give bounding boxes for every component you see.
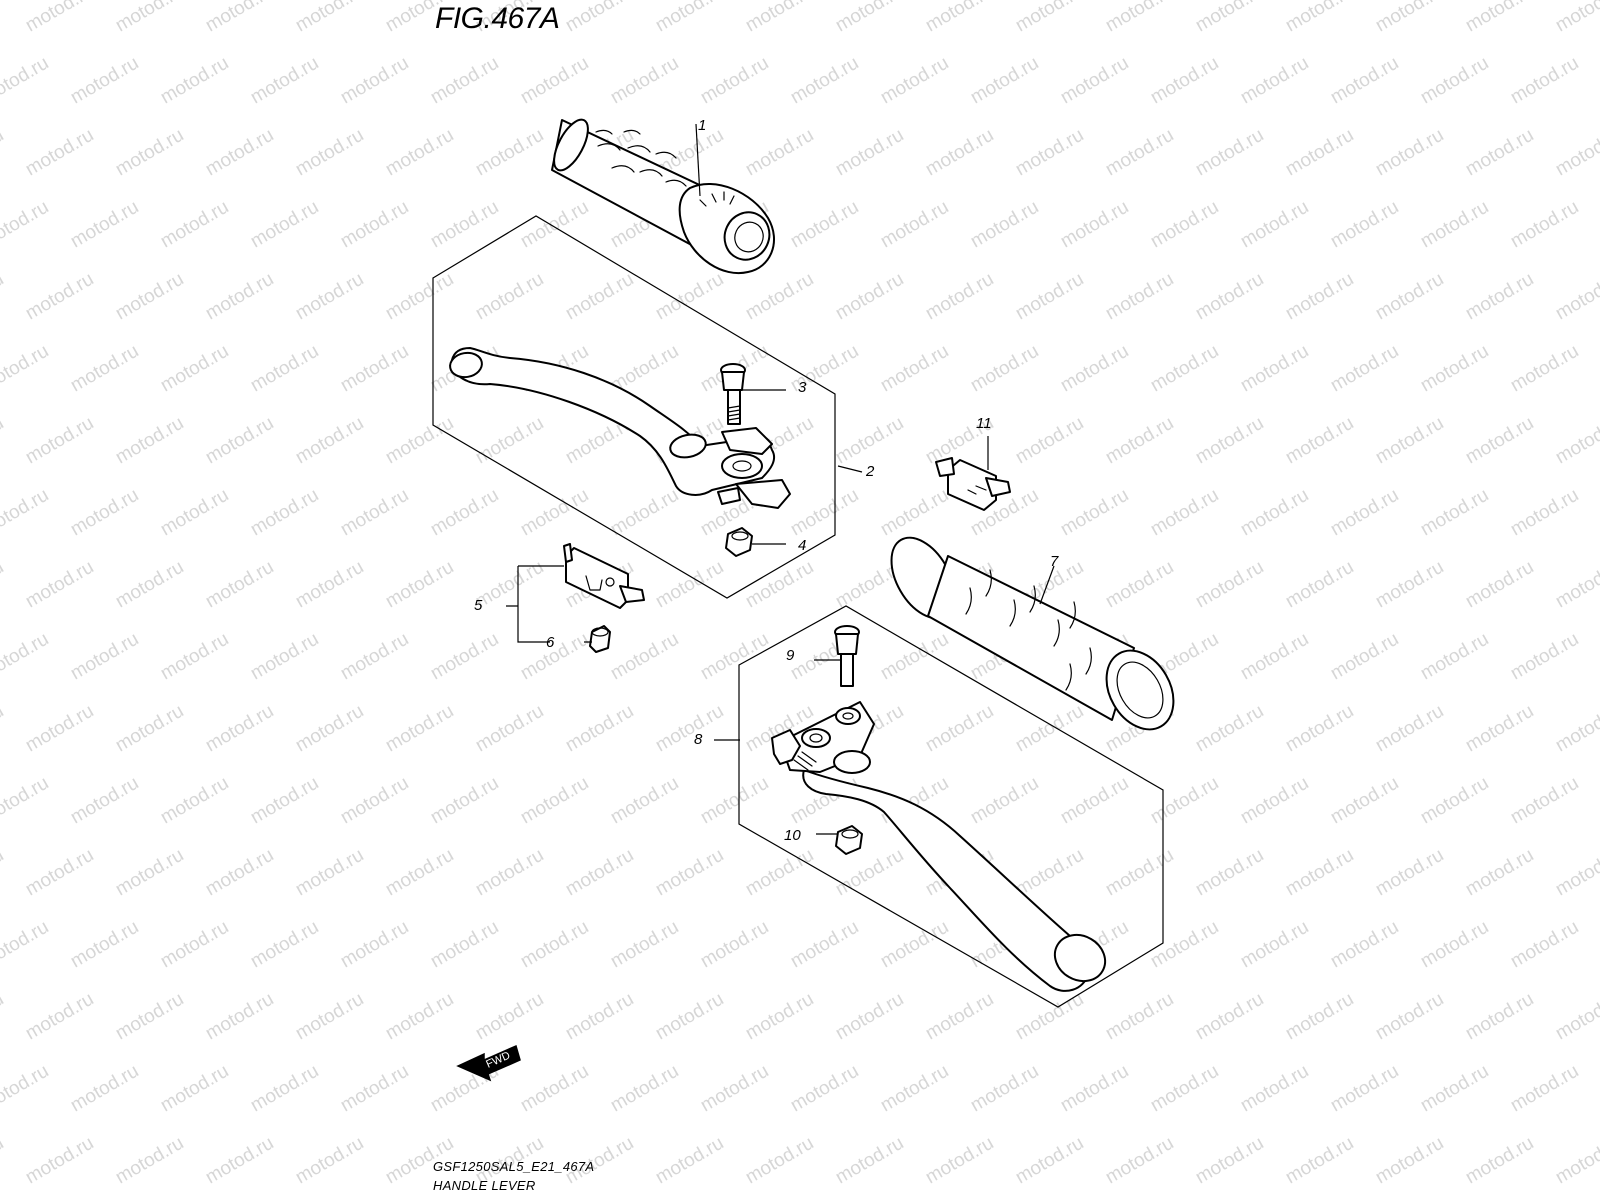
figure-title: FIG.467A [435,2,560,35]
callout-7: 7 [1050,553,1059,570]
part-brake-lever[interactable] [448,347,791,509]
callout-6: 6 [546,634,555,651]
fwd-arrow-icon: FWD [456,1044,521,1082]
part-nut-4[interactable] [725,527,753,557]
part-pivot-bolt[interactable] [720,363,746,425]
figure-code: GSF1250SAL5_E21_467A [433,1159,595,1174]
part-left-grip[interactable] [878,527,1186,741]
callout-2: 2 [865,463,875,480]
callout-8: 8 [694,731,703,748]
part-pivot-bolt-9[interactable] [834,625,860,687]
callout-3: 3 [798,379,807,396]
part-nut-10[interactable] [835,825,863,855]
callout-4: 4 [798,537,806,554]
assembly-outline-2 [432,215,836,599]
callout-1: 1 [698,117,706,134]
callout-10: 10 [784,827,801,844]
part-screw-6[interactable] [589,625,611,653]
assembly-outline-8 [738,605,1164,1008]
part-clutch-switch[interactable] [935,457,1011,511]
leader-lines [506,123,1055,835]
part-brake-switch-front[interactable] [563,543,645,609]
callout-11: 11 [976,415,992,432]
part-clutch-lever[interactable] [771,701,1114,992]
figure-name: HANDLE LEVER [433,1178,536,1193]
part-throttle-grip[interactable] [547,115,777,275]
callout-9: 9 [786,647,795,664]
callout-5: 5 [474,597,483,614]
